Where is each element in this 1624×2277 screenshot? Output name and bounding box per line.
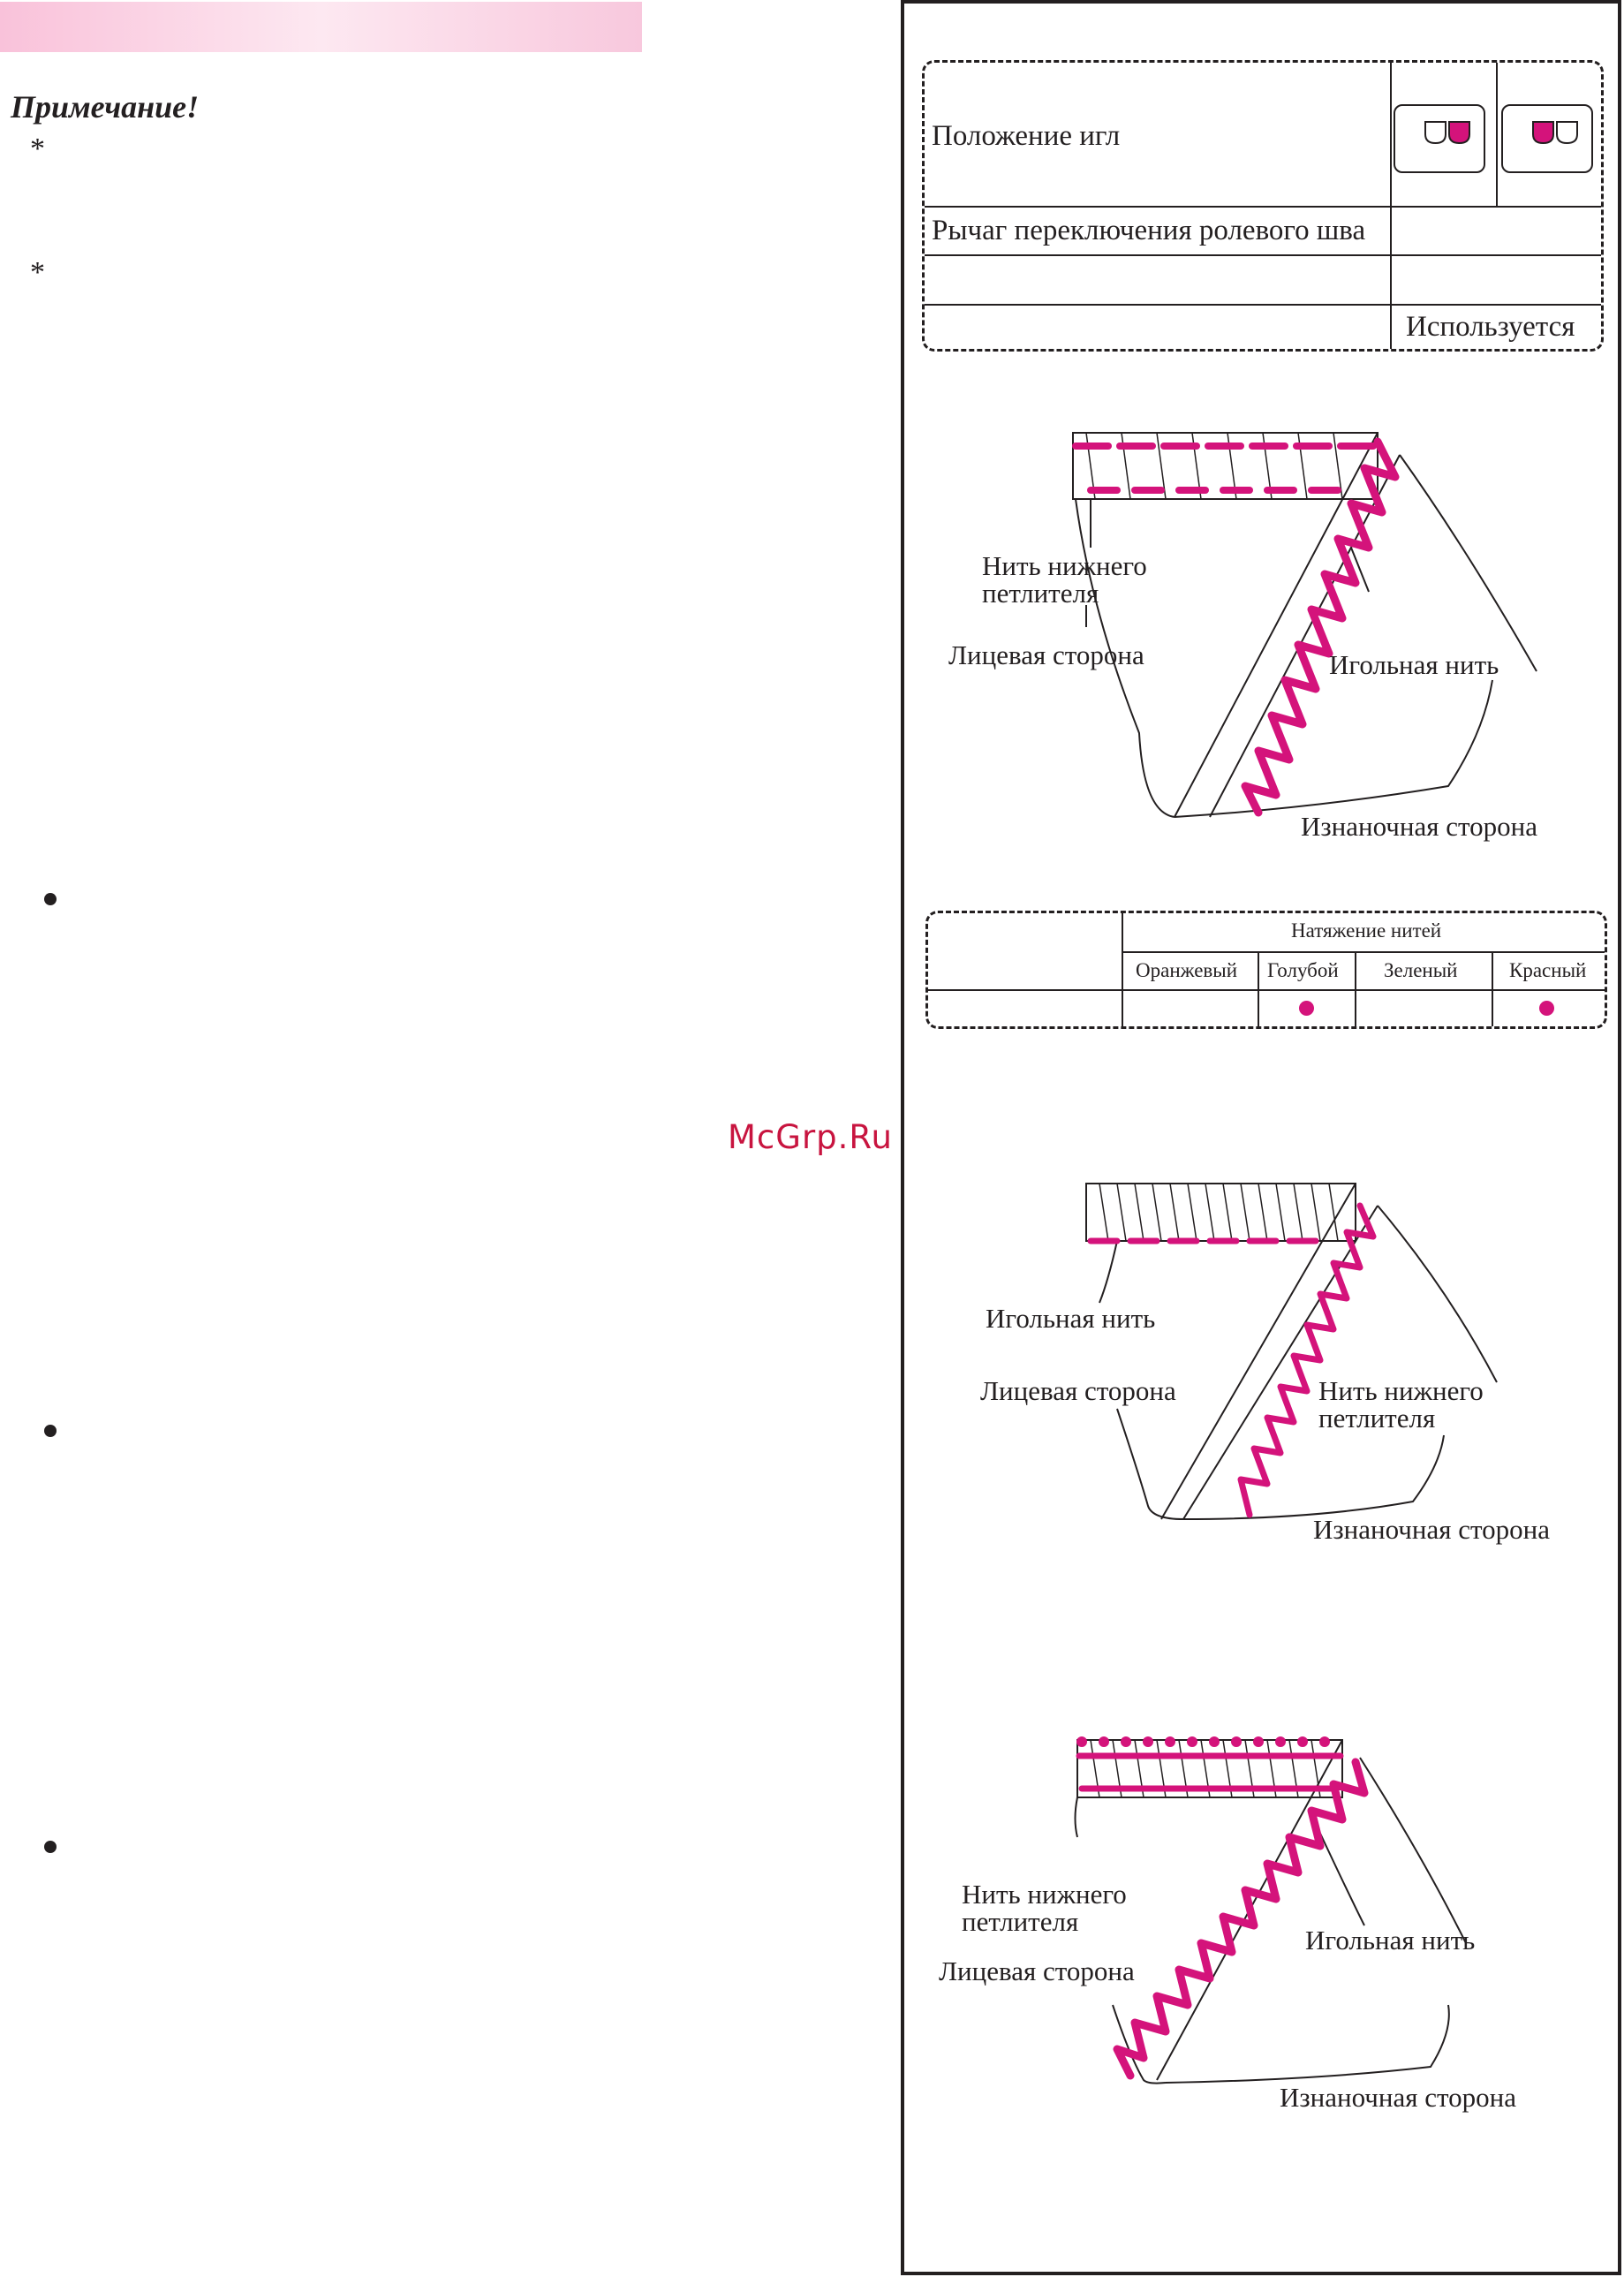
diagram1-lower-looper-label: Нить нижнего петлителя bbox=[982, 550, 1147, 609]
tension-header: Натяжение нитей bbox=[1291, 919, 1442, 942]
right-panel bbox=[901, 0, 1621, 2275]
used-value: Используется bbox=[1406, 311, 1575, 343]
bullet-3 bbox=[44, 1841, 57, 1853]
tension-col-orange: Оранжевый bbox=[1136, 959, 1238, 981]
tension-mark-blue bbox=[1299, 1001, 1314, 1016]
needle-settings-table bbox=[922, 60, 1604, 352]
diagram2-lower-looper-label: Нить нижнего петлителя bbox=[1318, 1375, 1484, 1434]
tension-col-blue: Голубой bbox=[1267, 959, 1339, 981]
tension-col-green: Зеленый bbox=[1384, 959, 1458, 981]
tension-mark-red bbox=[1539, 1001, 1554, 1016]
stitch-diagram-1 bbox=[1072, 432, 1537, 818]
diagram2-face-side-label: Лицевая сторона bbox=[980, 1375, 1176, 1406]
bullet-1 bbox=[44, 893, 57, 905]
diagram1-face-side-label: Лицевая сторона bbox=[948, 639, 1144, 670]
diagram3-lower-looper-label: Нить нижнего петлителя bbox=[962, 1879, 1127, 1937]
needle-position-right-icon bbox=[1394, 104, 1485, 173]
note-star-2: * bbox=[30, 256, 45, 289]
stitch-diagram-2 bbox=[1085, 1183, 1498, 1520]
diagram3-face-side-label: Лицевая сторона bbox=[939, 1955, 1135, 1986]
thread-tension-table bbox=[925, 911, 1607, 1029]
bullet-2 bbox=[44, 1425, 57, 1437]
rolled-hem-lever-label: Рычаг переключения ролевого шва bbox=[932, 215, 1366, 246]
diagram3-needle-thread-label: Игольная нить bbox=[1305, 1925, 1476, 1955]
diagram2-needle-thread-label: Игольная нить bbox=[986, 1303, 1156, 1334]
needle-position-label: Положение игл bbox=[932, 120, 1121, 152]
needle-position-left-icon bbox=[1501, 104, 1593, 173]
tension-col-red: Красный bbox=[1509, 959, 1587, 981]
note-title: Примечание! bbox=[11, 89, 200, 125]
diagram3-reverse-side-label: Изнаночная сторона bbox=[1280, 2082, 1516, 2113]
diagram1-needle-thread-label: Игольная нить bbox=[1329, 649, 1499, 680]
diagram2-reverse-side-label: Изнаночная сторона bbox=[1313, 1514, 1550, 1545]
diagram1-reverse-side-label: Изнаночная сторона bbox=[1301, 811, 1537, 842]
note-star-1: * bbox=[30, 132, 45, 165]
watermark: McGrp.Ru bbox=[728, 1118, 893, 1156]
section-header-bar bbox=[0, 2, 642, 52]
stitch-diagram-3 bbox=[1074, 1736, 1467, 2084]
